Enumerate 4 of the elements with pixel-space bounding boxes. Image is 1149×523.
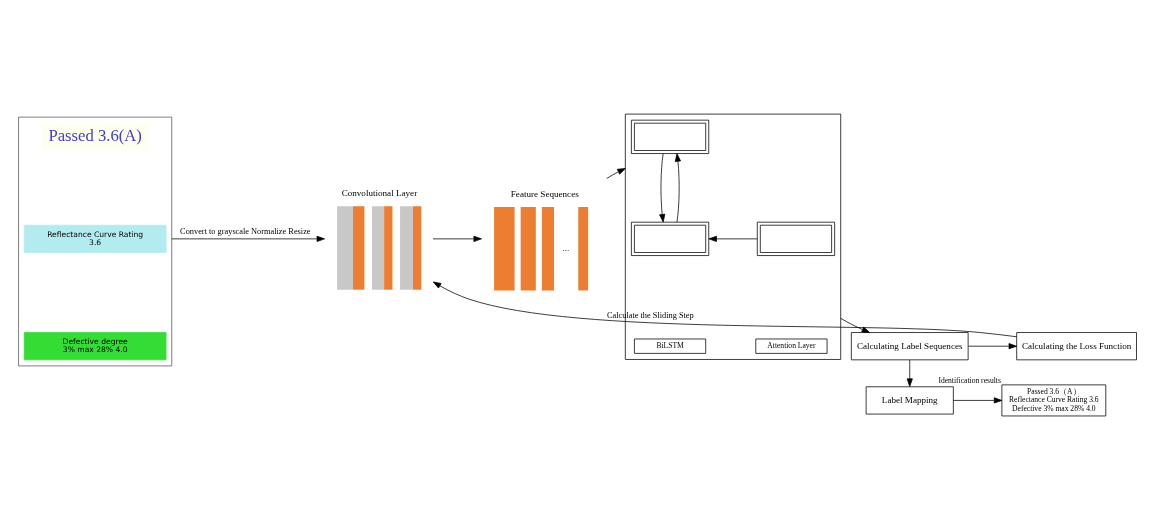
node-label: Feature Sequences bbox=[510, 188, 579, 199]
node-label: Identification results bbox=[938, 375, 1001, 385]
edge-label: Convert to grayscale Normalize Resize bbox=[180, 226, 311, 236]
node-label: Convolutional Layer bbox=[341, 187, 418, 198]
